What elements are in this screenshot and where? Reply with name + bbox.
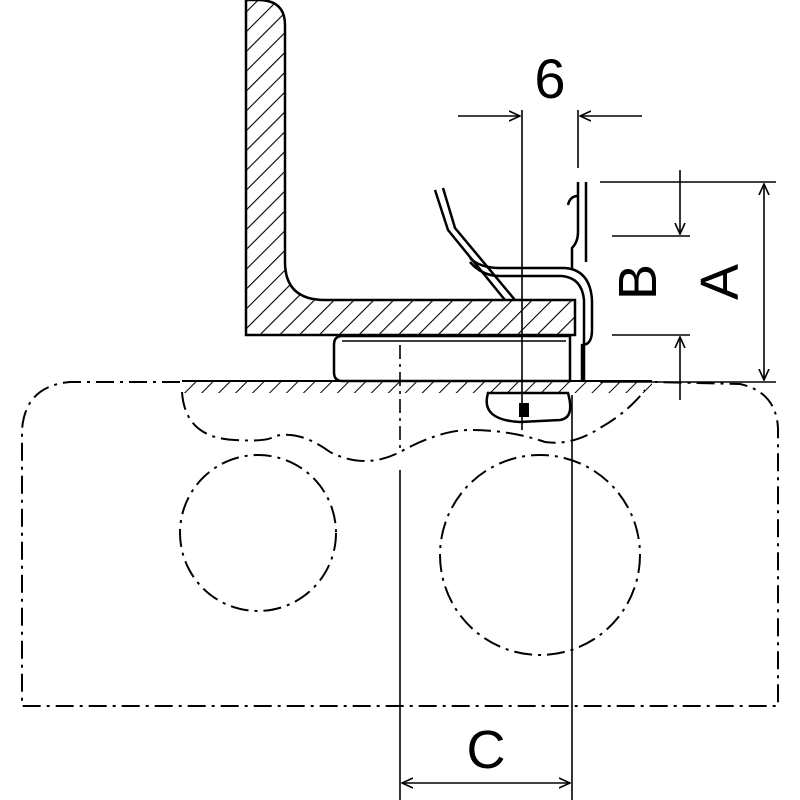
dimension-lines — [402, 116, 764, 783]
cable-left — [179, 454, 337, 612]
dim-label-a: A — [690, 264, 750, 300]
cable-circles — [179, 454, 641, 656]
dim-label-c: C — [467, 720, 506, 780]
spring-clip — [433, 182, 594, 380]
housing-outline — [21, 381, 779, 707]
dim-label-b: B — [608, 264, 668, 300]
angle-bracket — [244, 0, 577, 337]
cable-right — [439, 454, 641, 656]
reference-lines — [399, 110, 776, 800]
dim-label-6: 6 — [534, 47, 565, 110]
pad-block — [332, 334, 572, 383]
screw-head — [485, 391, 572, 424]
base-plate — [182, 380, 652, 393]
